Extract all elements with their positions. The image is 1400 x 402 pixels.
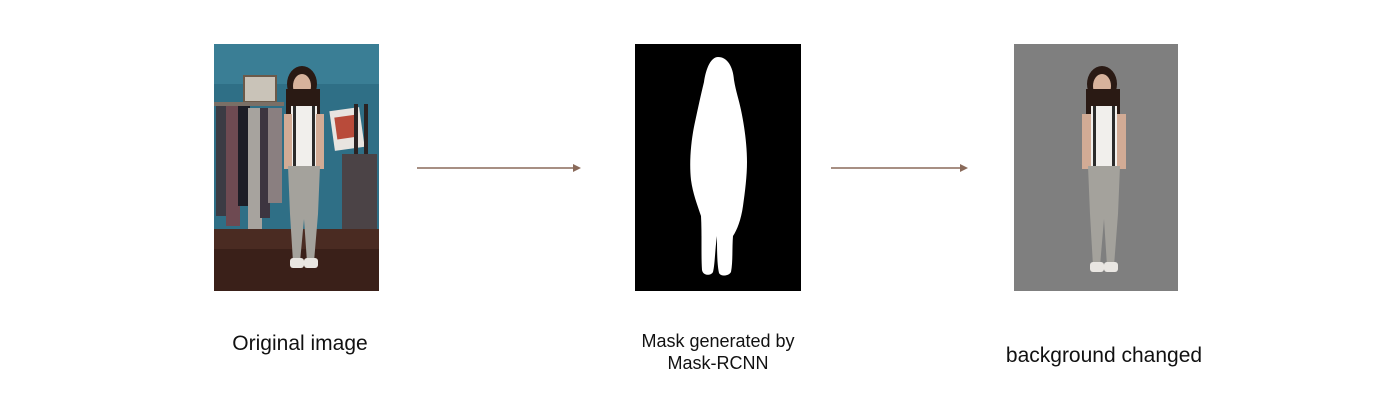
original-photo-illustration (214, 44, 379, 291)
arrow-2-head (960, 164, 968, 172)
caption-mask-line-2: Mask-RCNN (667, 353, 769, 373)
mask-silhouette (690, 57, 747, 276)
original-image (214, 44, 379, 291)
result-illustration (1014, 44, 1178, 291)
caption-mask-line-1: Mask generated by (641, 331, 795, 351)
arrow-1 (415, 160, 585, 176)
caption-mask: Mask generated by Mask-RCNN (600, 330, 836, 374)
mask-image (635, 44, 801, 291)
caption-result: background changed (1005, 344, 1203, 367)
caption-original: Original image (232, 332, 368, 355)
arrow-1-head (573, 164, 581, 172)
result-image (1014, 44, 1178, 291)
mask-illustration (635, 44, 801, 291)
arrow-2 (829, 160, 974, 176)
